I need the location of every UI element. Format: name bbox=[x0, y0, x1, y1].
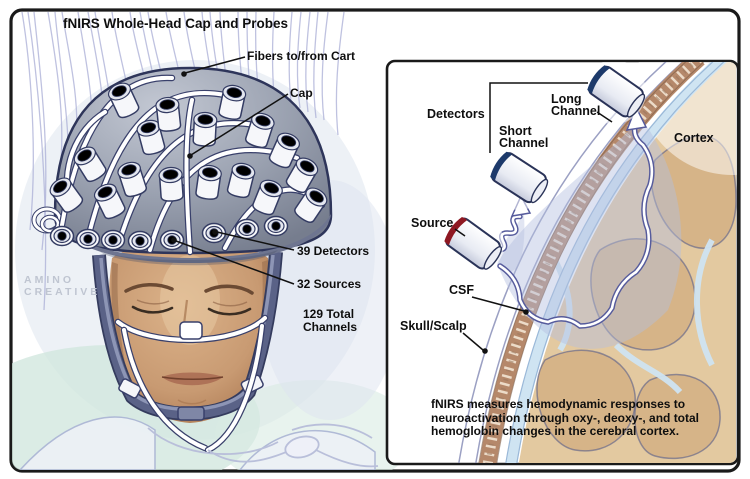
cortex-gyri bbox=[536, 135, 737, 460]
label-detectors: Detectors bbox=[427, 107, 485, 121]
label-short-channel: Short Channel bbox=[499, 124, 549, 150]
figure-title: fNIRS Whole-Head Cap and Probes bbox=[63, 16, 289, 31]
eye-right-closed bbox=[207, 307, 252, 316]
head-illustration bbox=[12, 11, 415, 470]
label-long-channel-line1: Long bbox=[551, 92, 582, 106]
caption-line3: hemoglobin changes in the cerebral corte… bbox=[431, 424, 680, 438]
label-csf: CSF bbox=[449, 283, 474, 297]
caption-line1: fNIRS measures hemodynamic responses to bbox=[431, 397, 686, 411]
cannula-prong bbox=[179, 321, 203, 340]
csf-layer bbox=[504, 62, 729, 463]
label-total-channels-line2: Channels bbox=[303, 319, 358, 334]
eyebrow-left bbox=[124, 283, 174, 293]
cheek-shadow-right bbox=[250, 260, 269, 388]
detectors-bracket bbox=[489, 82, 588, 153]
eyebrow-right bbox=[204, 284, 254, 295]
label-long-channel-line2: Channel bbox=[551, 103, 601, 118]
chin-crease bbox=[177, 399, 207, 405]
chin-clasp bbox=[177, 406, 205, 421]
mouth-line bbox=[161, 376, 224, 381]
skull-layer bbox=[477, 62, 709, 463]
eyelid-right bbox=[212, 301, 248, 307]
label-total-channels: 129 Total Channels bbox=[303, 308, 357, 333]
label-cortex: Cortex bbox=[674, 131, 714, 145]
long-channel-detector bbox=[582, 62, 650, 124]
tube-connector bbox=[284, 435, 320, 459]
label-sources-count: 32 Sources bbox=[297, 277, 362, 291]
strap-guide-left bbox=[118, 378, 142, 399]
face-highlight bbox=[160, 255, 220, 345]
tissue-cross-section bbox=[440, 62, 737, 463]
caption-line2: neuroactivation through oxy-, deoxy-, an… bbox=[431, 410, 700, 425]
face bbox=[108, 241, 272, 423]
cheek-shadow-left bbox=[111, 262, 132, 392]
source-probe bbox=[440, 212, 507, 276]
eye-left-closed bbox=[131, 305, 174, 314]
eyelid-left bbox=[136, 299, 170, 305]
watermark-line2: CREATIVE bbox=[24, 286, 101, 298]
cortex-fade bbox=[637, 62, 737, 175]
nasal-cannula bbox=[114, 314, 269, 454]
label-short-channel-line2: Channel bbox=[499, 135, 549, 150]
label-skull-scalp: Skull/Scalp bbox=[400, 319, 467, 333]
label-long-channel: Long Channel bbox=[551, 92, 601, 118]
label-source: Source bbox=[411, 216, 454, 230]
watermark: AMINO CREATIVE bbox=[24, 274, 100, 298]
oxygen-tube-sketch bbox=[147, 423, 379, 468]
inset-caption: fNIRS measures hemodynamic responses to … bbox=[431, 397, 701, 439]
label-total-channels-line1: 129 Total bbox=[303, 307, 355, 321]
label-fibers: Fibers to/from Cart bbox=[247, 49, 356, 63]
label-detectors-count: 39 Detectors bbox=[297, 244, 370, 258]
label-short-channel-line1: Short bbox=[499, 124, 532, 138]
long-channel-sensitivity-region bbox=[497, 118, 682, 349]
watermark-line1: AMINO bbox=[24, 274, 74, 286]
leader-lines bbox=[171, 56, 613, 354]
short-channel-detector bbox=[486, 146, 553, 210]
label-cap: Cap bbox=[290, 86, 313, 100]
